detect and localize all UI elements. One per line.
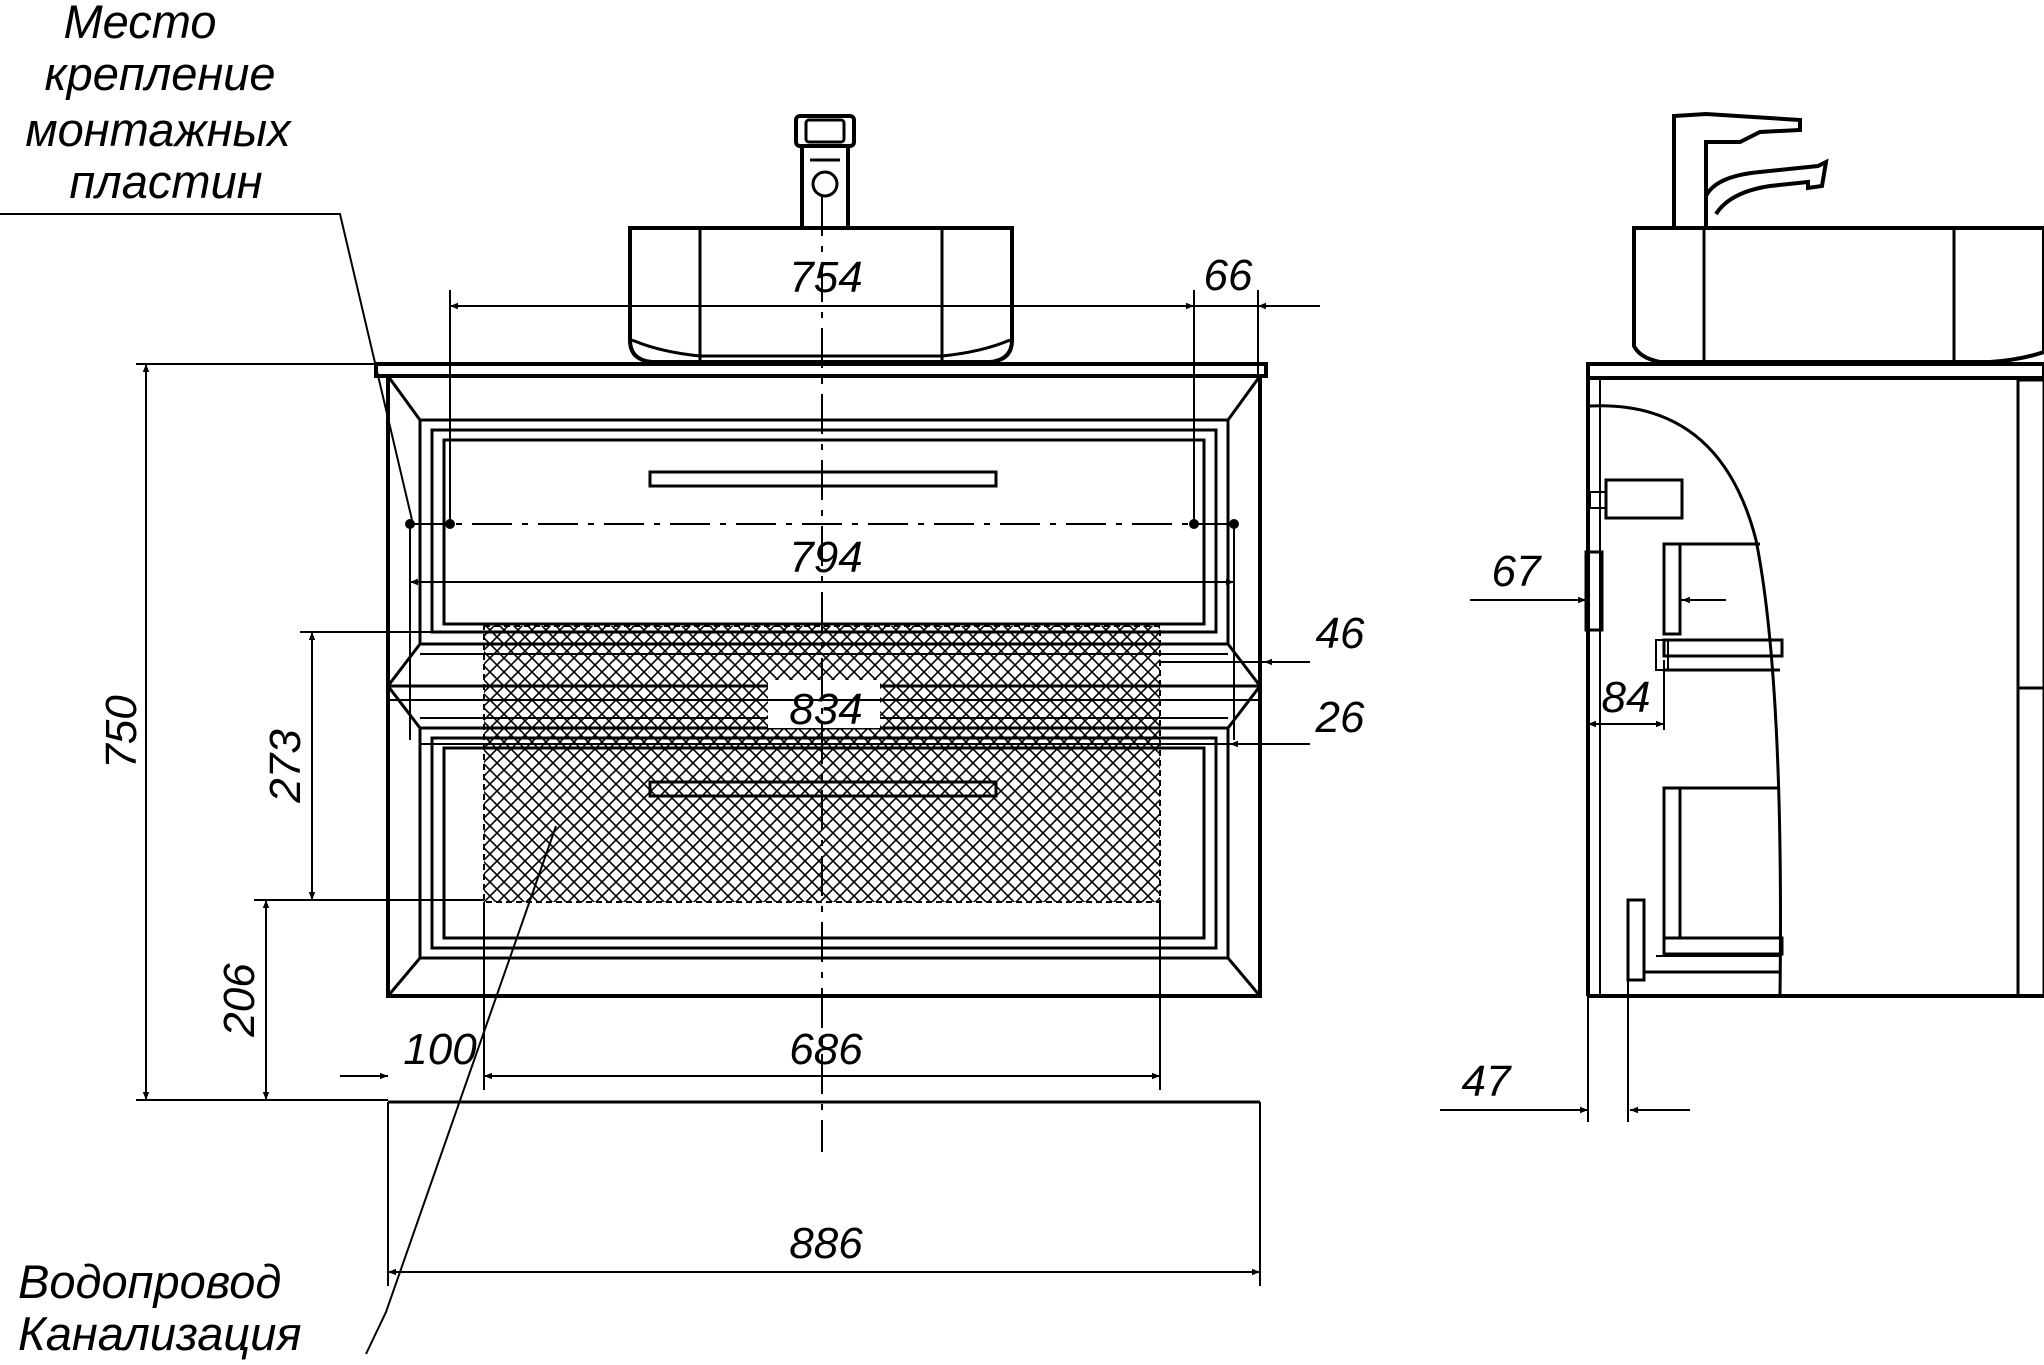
dim-754: 754 xyxy=(449,253,1195,520)
label-mounting-plates-line-4: пластин xyxy=(69,155,262,208)
leader-water-sewer xyxy=(365,825,557,1355)
dim-750-label: 750 xyxy=(97,695,146,769)
label-water-sewer-line-2: Канализация xyxy=(18,1307,302,1360)
dim-686-label: 686 xyxy=(789,1025,863,1074)
dim-46-label: 46 xyxy=(1316,609,1365,658)
dim-26-label: 26 xyxy=(1315,693,1365,742)
faucet-front xyxy=(794,114,856,230)
dim-84-label: 84 xyxy=(1602,673,1651,722)
dim-794-label: 794 xyxy=(789,533,862,582)
dim-66-label: 66 xyxy=(1204,251,1253,300)
front-view: 754 66 794 46 834 26 xyxy=(0,114,1365,1355)
dim-26: 26 xyxy=(420,693,1365,748)
dim-834: 834 xyxy=(388,685,1260,734)
dim-67-label: 67 xyxy=(1492,547,1542,596)
dim-100-label: 100 xyxy=(403,1025,477,1074)
label-mounting-plates-line-2: крепление xyxy=(44,47,275,100)
dim-794: 794 xyxy=(410,533,1234,586)
dim-886-label: 886 xyxy=(789,1219,863,1268)
dim-273: 273 xyxy=(261,631,484,901)
label-mounting-plates: Место крепление монтажных пластин xyxy=(25,0,292,208)
leader-mounting-plates xyxy=(0,213,413,521)
dim-273-label: 273 xyxy=(261,729,310,804)
dim-834-label: 834 xyxy=(789,685,862,734)
countertop-side xyxy=(1586,362,2044,380)
dim-886: 886 xyxy=(387,1102,1261,1286)
side-view: 67 84 47 xyxy=(1440,111,2044,1122)
dim-67: 67 xyxy=(1470,547,1726,604)
label-mounting-plates-line-1: Место xyxy=(63,0,216,48)
label-mounting-plates-line-3: монтажных xyxy=(25,103,292,156)
dim-84: 84 xyxy=(1588,660,1665,730)
dim-47: 47 xyxy=(1440,980,1690,1122)
dim-750: 750 xyxy=(97,363,388,1101)
label-water-sewer-line-1: Водопровод xyxy=(18,1255,281,1308)
dim-47-label: 47 xyxy=(1462,1057,1512,1106)
cabinet-side xyxy=(1584,378,2044,998)
dim-754-label: 754 xyxy=(789,253,862,302)
faucet-side xyxy=(1672,111,1829,230)
dim-66: 66 xyxy=(1194,251,1320,380)
dim-100-686: 100 686 xyxy=(340,902,1161,1090)
dim-46: 46 xyxy=(1160,609,1365,666)
label-water-sewer: Водопровод Канализация xyxy=(18,1255,302,1360)
dim-206-label: 206 xyxy=(215,963,264,1038)
basin-side xyxy=(1632,226,2044,364)
dim-206: 206 xyxy=(215,899,312,1100)
